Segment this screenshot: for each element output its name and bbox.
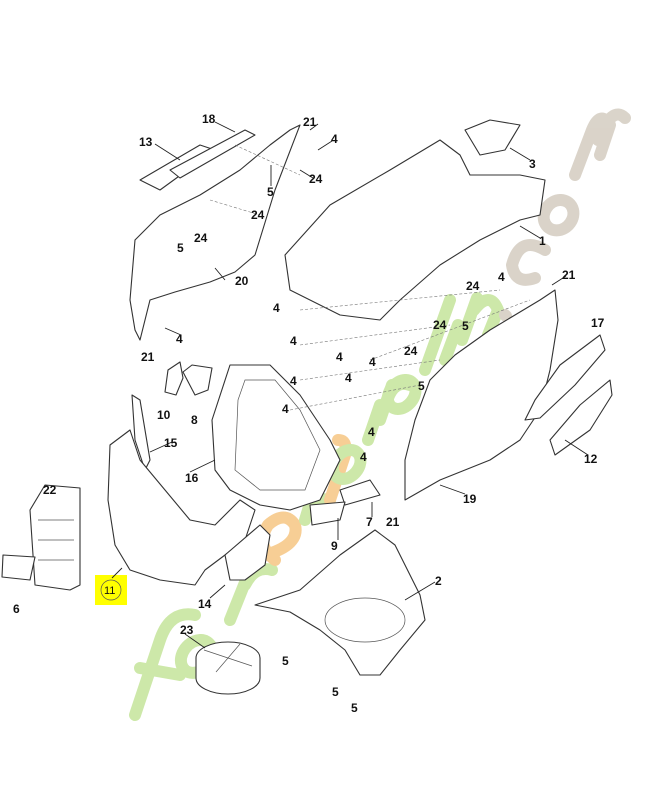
callout-24[interactable]: 24 xyxy=(194,231,208,245)
callout-7[interactable]: 7 xyxy=(366,515,373,529)
callout-20[interactable]: 20 xyxy=(235,274,249,288)
callout-6[interactable]: 6 xyxy=(13,602,20,616)
callout-5[interactable]: 5 xyxy=(462,319,469,333)
callout-24[interactable]: 24 xyxy=(251,208,265,222)
callout-21[interactable]: 21 xyxy=(562,268,576,282)
callout-3[interactable]: 3 xyxy=(529,157,536,171)
callout-21[interactable]: 21 xyxy=(386,515,400,529)
callout-10[interactable]: 10 xyxy=(157,408,171,422)
part-7-trim[interactable] xyxy=(339,479,381,506)
part-19-side-panel[interactable] xyxy=(404,289,559,501)
part-14-vent[interactable] xyxy=(224,524,271,581)
callout-4[interactable]: 4 xyxy=(331,132,338,146)
part-16-front-frame[interactable] xyxy=(211,364,341,511)
callout-23[interactable]: 23 xyxy=(180,623,194,637)
callout-24[interactable]: 24 xyxy=(404,344,418,358)
callout-4[interactable]: 4 xyxy=(369,355,376,369)
part-6-emblem[interactable] xyxy=(1,554,36,581)
callout-22[interactable]: 22 xyxy=(43,483,57,497)
callout-24[interactable]: 24 xyxy=(466,279,480,293)
part-22-grille[interactable] xyxy=(29,484,81,591)
part-9-trim[interactable] xyxy=(309,501,346,526)
part-10-lens[interactable] xyxy=(164,361,184,396)
part-3-handle[interactable] xyxy=(464,119,521,156)
callout-4[interactable]: 4 xyxy=(282,402,289,416)
callout-5[interactable]: 5 xyxy=(282,654,289,668)
callout-9[interactable]: 9 xyxy=(331,539,338,553)
callout-4[interactable]: 4 xyxy=(176,332,183,346)
callout-4[interactable]: 4 xyxy=(345,371,352,385)
callout-15[interactable]: 15 xyxy=(164,436,178,450)
callout-4[interactable]: 4 xyxy=(290,374,297,388)
part-12-trim[interactable] xyxy=(549,379,613,456)
part-15-grille-bracket[interactable] xyxy=(131,394,151,471)
callout-5[interactable]: 5 xyxy=(418,379,425,393)
part-17-bracket[interactable] xyxy=(524,334,606,421)
callout-8[interactable]: 8 xyxy=(191,413,198,427)
callout-21[interactable]: 21 xyxy=(141,350,155,364)
callout-12[interactable]: 12 xyxy=(584,452,598,466)
callout-21[interactable]: 21 xyxy=(303,115,317,129)
callout-1[interactable]: 1 xyxy=(539,234,546,248)
part-20-side-panel[interactable] xyxy=(129,124,301,341)
callout-17[interactable]: 17 xyxy=(591,316,605,330)
callout-5[interactable]: 5 xyxy=(332,685,339,699)
part-8-lamp[interactable] xyxy=(182,364,213,396)
callout-5[interactable]: 5 xyxy=(267,185,274,199)
callout-4[interactable]: 4 xyxy=(290,334,297,348)
callout-11[interactable]: 11 xyxy=(104,585,115,597)
callout-2[interactable]: 2 xyxy=(435,574,442,588)
callout-24[interactable]: 24 xyxy=(433,318,447,332)
part-18-bracket[interactable] xyxy=(169,129,256,179)
callout-labels: 18 13 21 4 24 5 24 24 5 20 3 1 21 4 24 2… xyxy=(13,112,605,715)
callout-4[interactable]: 4 xyxy=(273,301,280,315)
callout-4[interactable]: 4 xyxy=(368,425,375,439)
callout-4[interactable]: 4 xyxy=(336,350,343,364)
callout-5[interactable]: 5 xyxy=(351,701,358,715)
part-1-hood[interactable] xyxy=(284,139,546,321)
callout-4[interactable]: 4 xyxy=(498,270,505,284)
callout-14[interactable]: 14 xyxy=(198,597,212,611)
callout-4[interactable]: 4 xyxy=(360,450,367,464)
callout-16[interactable]: 16 xyxy=(185,471,199,485)
callout-13[interactable]: 13 xyxy=(139,135,153,149)
part-23-fan[interactable] xyxy=(195,641,261,695)
callout-5[interactable]: 5 xyxy=(177,241,184,255)
callout-24[interactable]: 24 xyxy=(309,172,323,186)
callout-19[interactable]: 19 xyxy=(463,492,477,506)
callout-18[interactable]: 18 xyxy=(202,112,216,126)
